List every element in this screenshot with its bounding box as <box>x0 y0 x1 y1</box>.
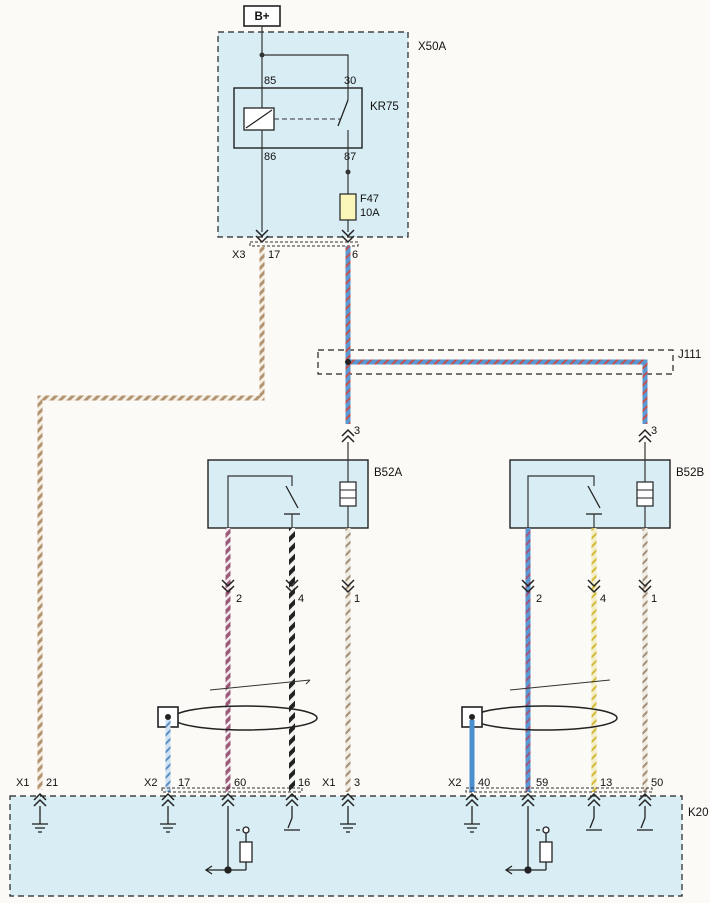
x2a-label: X2 <box>144 777 157 789</box>
pin-86: 86 <box>264 151 276 163</box>
pin-30: 30 <box>344 75 356 87</box>
b52a-pin-3: 3 <box>354 425 360 437</box>
k20-box <box>9 795 683 897</box>
b52b-pin-3: 3 <box>651 425 657 437</box>
b52-pin3-connector-icon <box>341 428 652 443</box>
f47-rating: 10A <box>360 207 380 219</box>
x2b-pin-40: 40 <box>478 777 490 789</box>
shield-a-icon <box>172 705 318 731</box>
x1a-pin-21: 21 <box>46 777 58 789</box>
x1b-label: X1 <box>322 777 335 789</box>
k20-input-circuit-a-icon <box>204 806 253 875</box>
f47-label: F47 <box>360 193 379 205</box>
f47-fuse-icon <box>339 193 357 221</box>
x50a-label: X50A <box>418 41 446 53</box>
b52-lower-connector-icon <box>221 579 652 594</box>
b52b-pin-2: 2 <box>536 593 542 605</box>
x2b-pin-13: 13 <box>600 777 612 789</box>
x2a-pin-17: 17 <box>178 777 190 789</box>
k20-input-circuit-b-icon <box>504 806 553 875</box>
b52a-label: B52A <box>374 467 402 479</box>
pin-85: 85 <box>264 75 276 87</box>
b52a-element-icon <box>339 481 357 507</box>
b52b-element-icon <box>636 481 654 507</box>
wire-blue-red-j111-branch <box>348 359 648 424</box>
k20-connector-icon <box>33 792 652 807</box>
b52a-pin-1: 1 <box>354 593 360 605</box>
x2b-pin-50: 50 <box>651 777 663 789</box>
x2b-pin-59: 59 <box>536 777 548 789</box>
pin-87: 87 <box>344 151 356 163</box>
b52b-switch-icon <box>587 485 601 509</box>
x2b-label: X2 <box>448 777 461 789</box>
x2a-pin-16: 16 <box>298 777 310 789</box>
b52b-pin-1: 1 <box>651 593 657 605</box>
b52a-switch-icon <box>285 485 299 509</box>
ground-icon <box>32 806 653 833</box>
x2a-pin-60: 60 <box>234 777 246 789</box>
wire-tan-17-21 <box>37 246 265 790</box>
supply-label: B+ <box>254 11 269 23</box>
kr75-label: KR75 <box>370 101 399 113</box>
relay-contact-icon <box>337 99 349 127</box>
b52a-pin-2: 2 <box>236 593 242 605</box>
x1b-pin-3: 3 <box>354 777 360 789</box>
b52b-label: B52B <box>676 467 704 479</box>
x3-pin-6: 6 <box>352 249 358 261</box>
j111-label: J111 <box>678 349 701 361</box>
k20-label: K20 <box>688 807 708 819</box>
x3-label: X3 <box>232 249 245 261</box>
x3-pin-17: 17 <box>268 249 280 261</box>
j111-box <box>317 349 674 375</box>
b52a-pin-4: 4 <box>298 593 304 605</box>
b52b-pin-4: 4 <box>600 593 606 605</box>
x1a-label: X1 <box>16 777 29 789</box>
